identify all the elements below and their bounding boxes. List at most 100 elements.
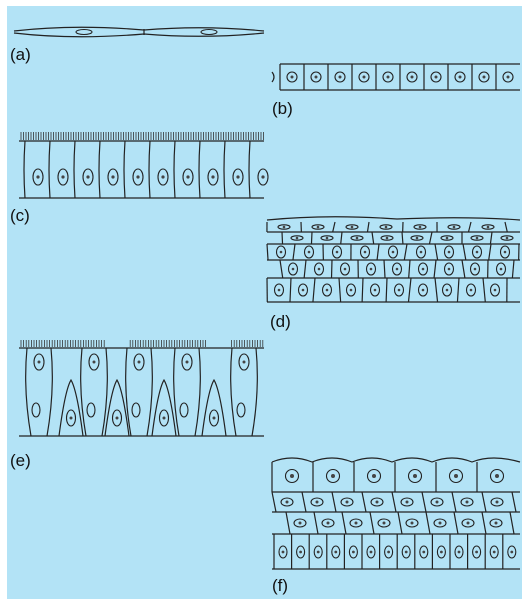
cell-wall xyxy=(434,243,439,261)
nucleolus xyxy=(295,236,299,240)
cell-nucleus xyxy=(340,497,354,507)
nucleolus xyxy=(212,416,216,420)
cell-wall xyxy=(312,277,316,303)
nucleolus xyxy=(405,500,409,504)
cell-nucleus xyxy=(489,545,499,559)
cell-wall xyxy=(509,511,515,535)
cell-nucleus xyxy=(359,245,371,259)
cell-wall xyxy=(453,511,459,535)
nucleolus xyxy=(445,288,449,292)
panel-c-label: (c) xyxy=(10,206,30,225)
nucleolus xyxy=(434,75,438,79)
nucleolus xyxy=(440,550,443,554)
nucleolus xyxy=(185,360,189,364)
nucleolus xyxy=(338,75,342,79)
nucleolus xyxy=(299,550,302,554)
nucleolus xyxy=(279,250,283,254)
nucleolus xyxy=(69,416,73,420)
cell-wall xyxy=(173,140,176,199)
cell-nucleus xyxy=(313,545,323,559)
nucleolus xyxy=(261,175,265,179)
cell-nucleus xyxy=(313,262,325,276)
cell-nucleus xyxy=(471,245,483,259)
cell-wall xyxy=(425,511,431,535)
cell-wall xyxy=(433,259,437,279)
nucleolus xyxy=(447,250,451,254)
panel-f-label: (f) xyxy=(272,576,289,595)
panel-b-drawing xyxy=(271,63,520,91)
cell-nucleus xyxy=(410,235,424,241)
cell-wall xyxy=(451,491,457,513)
nucleolus xyxy=(486,225,490,229)
nucleolus xyxy=(506,75,510,79)
nucleolus xyxy=(372,474,376,478)
nucleolus xyxy=(475,550,478,554)
nucleolus xyxy=(315,500,319,504)
nucleolus xyxy=(395,267,399,271)
nucleolus xyxy=(111,175,115,179)
cell-wall xyxy=(488,243,492,261)
cell-nucleus xyxy=(345,224,359,230)
cell-wall xyxy=(301,491,307,513)
cell-nucleus xyxy=(440,235,454,241)
nucleolus xyxy=(236,175,240,179)
nucleolus xyxy=(510,550,514,554)
cell-nucleus xyxy=(507,545,517,559)
nucleolus xyxy=(343,267,347,271)
nucleolus xyxy=(495,474,499,478)
basal-cell xyxy=(58,378,84,437)
cell-nucleus xyxy=(470,235,484,241)
cell-wall xyxy=(331,491,337,513)
nucleolus xyxy=(325,236,329,240)
cell-wall xyxy=(98,140,101,199)
cell-nucleus xyxy=(157,168,169,186)
cell-nucleus xyxy=(320,235,334,241)
cell-nucleus xyxy=(32,168,44,186)
nucleolus xyxy=(316,550,320,554)
nucleolus xyxy=(317,267,321,271)
nucleolus xyxy=(298,521,302,525)
cell-wall xyxy=(340,231,343,245)
cell-nucleus xyxy=(454,545,464,559)
cell-wall xyxy=(361,277,364,303)
cell-nucleus xyxy=(495,262,507,276)
nucleolus xyxy=(350,225,354,229)
nucleolus xyxy=(314,75,318,79)
cell-wall xyxy=(338,277,342,303)
cell-nucleus xyxy=(331,245,343,259)
cell-wall xyxy=(383,259,386,279)
panel-d-drawing xyxy=(266,216,521,303)
cell-nucleus xyxy=(296,545,306,559)
cell-nucleus xyxy=(366,545,376,559)
cell-nucleus xyxy=(179,402,189,418)
cell-nucleus xyxy=(469,262,481,276)
cell-wall xyxy=(310,231,313,245)
cell-nucleus xyxy=(430,71,442,83)
cell-nucleus xyxy=(331,545,341,559)
cell-wall xyxy=(23,140,26,199)
cell-nucleus xyxy=(321,283,333,297)
cell-nucleus xyxy=(86,402,96,418)
cell-nucleus xyxy=(443,262,455,276)
cell-wall xyxy=(489,231,493,245)
nucleolus xyxy=(277,288,281,292)
nucleolus xyxy=(290,474,294,478)
cell-nucleus xyxy=(31,402,41,418)
cell-nucleus xyxy=(489,283,501,297)
nucleolus xyxy=(326,521,330,525)
nucleolus xyxy=(186,175,190,179)
panel-d-label: (d) xyxy=(270,312,291,331)
cell-nucleus xyxy=(277,224,291,230)
cell-wall xyxy=(279,259,284,279)
cell-wall xyxy=(371,231,375,245)
nucleolus xyxy=(369,550,373,554)
nucleolus xyxy=(281,550,285,554)
cell-nucleus xyxy=(348,545,358,559)
cell-wall xyxy=(292,243,296,261)
cell-wall xyxy=(403,243,408,261)
cell-nucleus xyxy=(111,409,123,427)
nucleolus xyxy=(362,75,366,79)
nucleolus xyxy=(331,474,335,478)
basal-cell xyxy=(104,378,130,437)
cell-nucleus xyxy=(273,283,285,297)
